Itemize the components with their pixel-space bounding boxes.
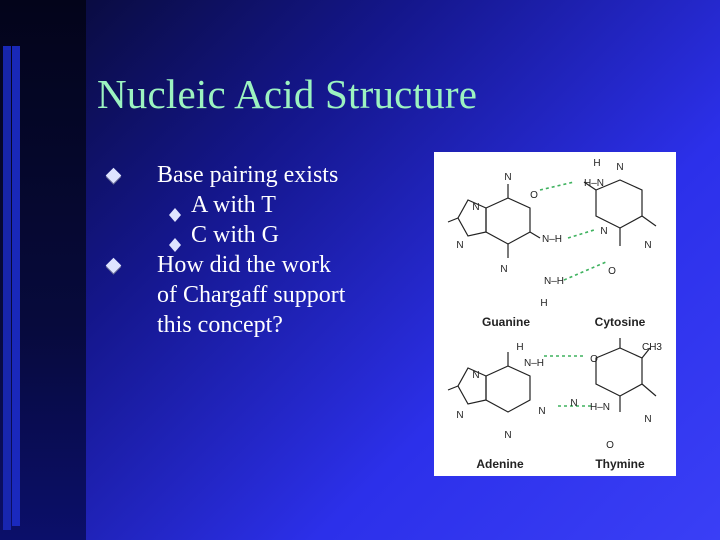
bullet-item-2: How did the work of Chargaff support thi… — [105, 250, 405, 340]
bullet-text-line: this concept? — [157, 312, 283, 338]
base-name-label: Cytosine — [595, 315, 646, 329]
atom-label: N — [472, 202, 479, 213]
atom-label: N — [644, 414, 651, 425]
bullet-text: Base pairing exists — [157, 162, 339, 188]
atom-label: O — [606, 440, 614, 451]
atom-label: H–N — [590, 402, 610, 413]
atom-label: N — [538, 406, 545, 417]
diamond-sub-bullet-icon — [169, 230, 181, 252]
atom-label: H–N — [584, 178, 604, 189]
hydrogen-bonds — [539, 181, 607, 407]
atom-label: N–H — [524, 358, 544, 369]
diamond-bullet-icon — [105, 167, 121, 183]
atom-label: N–H — [542, 234, 562, 245]
bullet-text-line: How did the work — [157, 252, 331, 278]
atom-label: N — [644, 240, 651, 251]
atom-label: N — [456, 240, 463, 251]
atom-label: H — [593, 158, 600, 169]
atom-label: O — [608, 266, 616, 277]
base-pairing-diagram: H H–N O N–H N N N N N N–H H O N N H N–H … — [434, 152, 676, 476]
atom-label: H — [516, 342, 523, 353]
base-name-label: Adenine — [476, 457, 524, 471]
sub-bullet-item-1: A with T — [105, 190, 405, 222]
atom-label: O — [590, 354, 598, 365]
atom-label: N–H — [544, 276, 564, 287]
bullet-list: Base pairing exists A with T C with G Ho… — [105, 160, 405, 340]
bullet-item-1: Base pairing exists — [105, 160, 405, 190]
sub-bullet-text: C with G — [191, 222, 280, 248]
atom-label: N — [504, 172, 511, 183]
atom-label: N — [500, 264, 507, 275]
sub-bullet-text: A with T — [191, 192, 276, 218]
slide-title: Nucleic Acid Structure — [97, 71, 478, 117]
atom-label: O — [530, 190, 538, 201]
sub-bullet-item-2: C with G — [105, 220, 405, 252]
atom-label: N — [456, 410, 463, 421]
atom-label: H — [540, 298, 547, 309]
base-name-label: Thymine — [595, 457, 645, 471]
diamond-sub-bullet-icon — [169, 200, 181, 222]
atom-label: N — [570, 398, 577, 409]
base-pair-svg: H H–N O N–H N N N N N N–H H O N N H N–H … — [447, 158, 662, 471]
base-name-label: Guanine — [482, 315, 530, 329]
diamond-bullet-icon — [105, 257, 121, 273]
atom-label: N — [504, 430, 511, 441]
atom-label: N — [472, 370, 479, 381]
atom-label: N — [616, 162, 623, 173]
square-pattern — [3, 46, 21, 530]
atom-label: N — [600, 226, 607, 237]
atom-label: CH3 — [642, 342, 662, 353]
bullet-text-line: of Chargaff support — [157, 282, 346, 308]
